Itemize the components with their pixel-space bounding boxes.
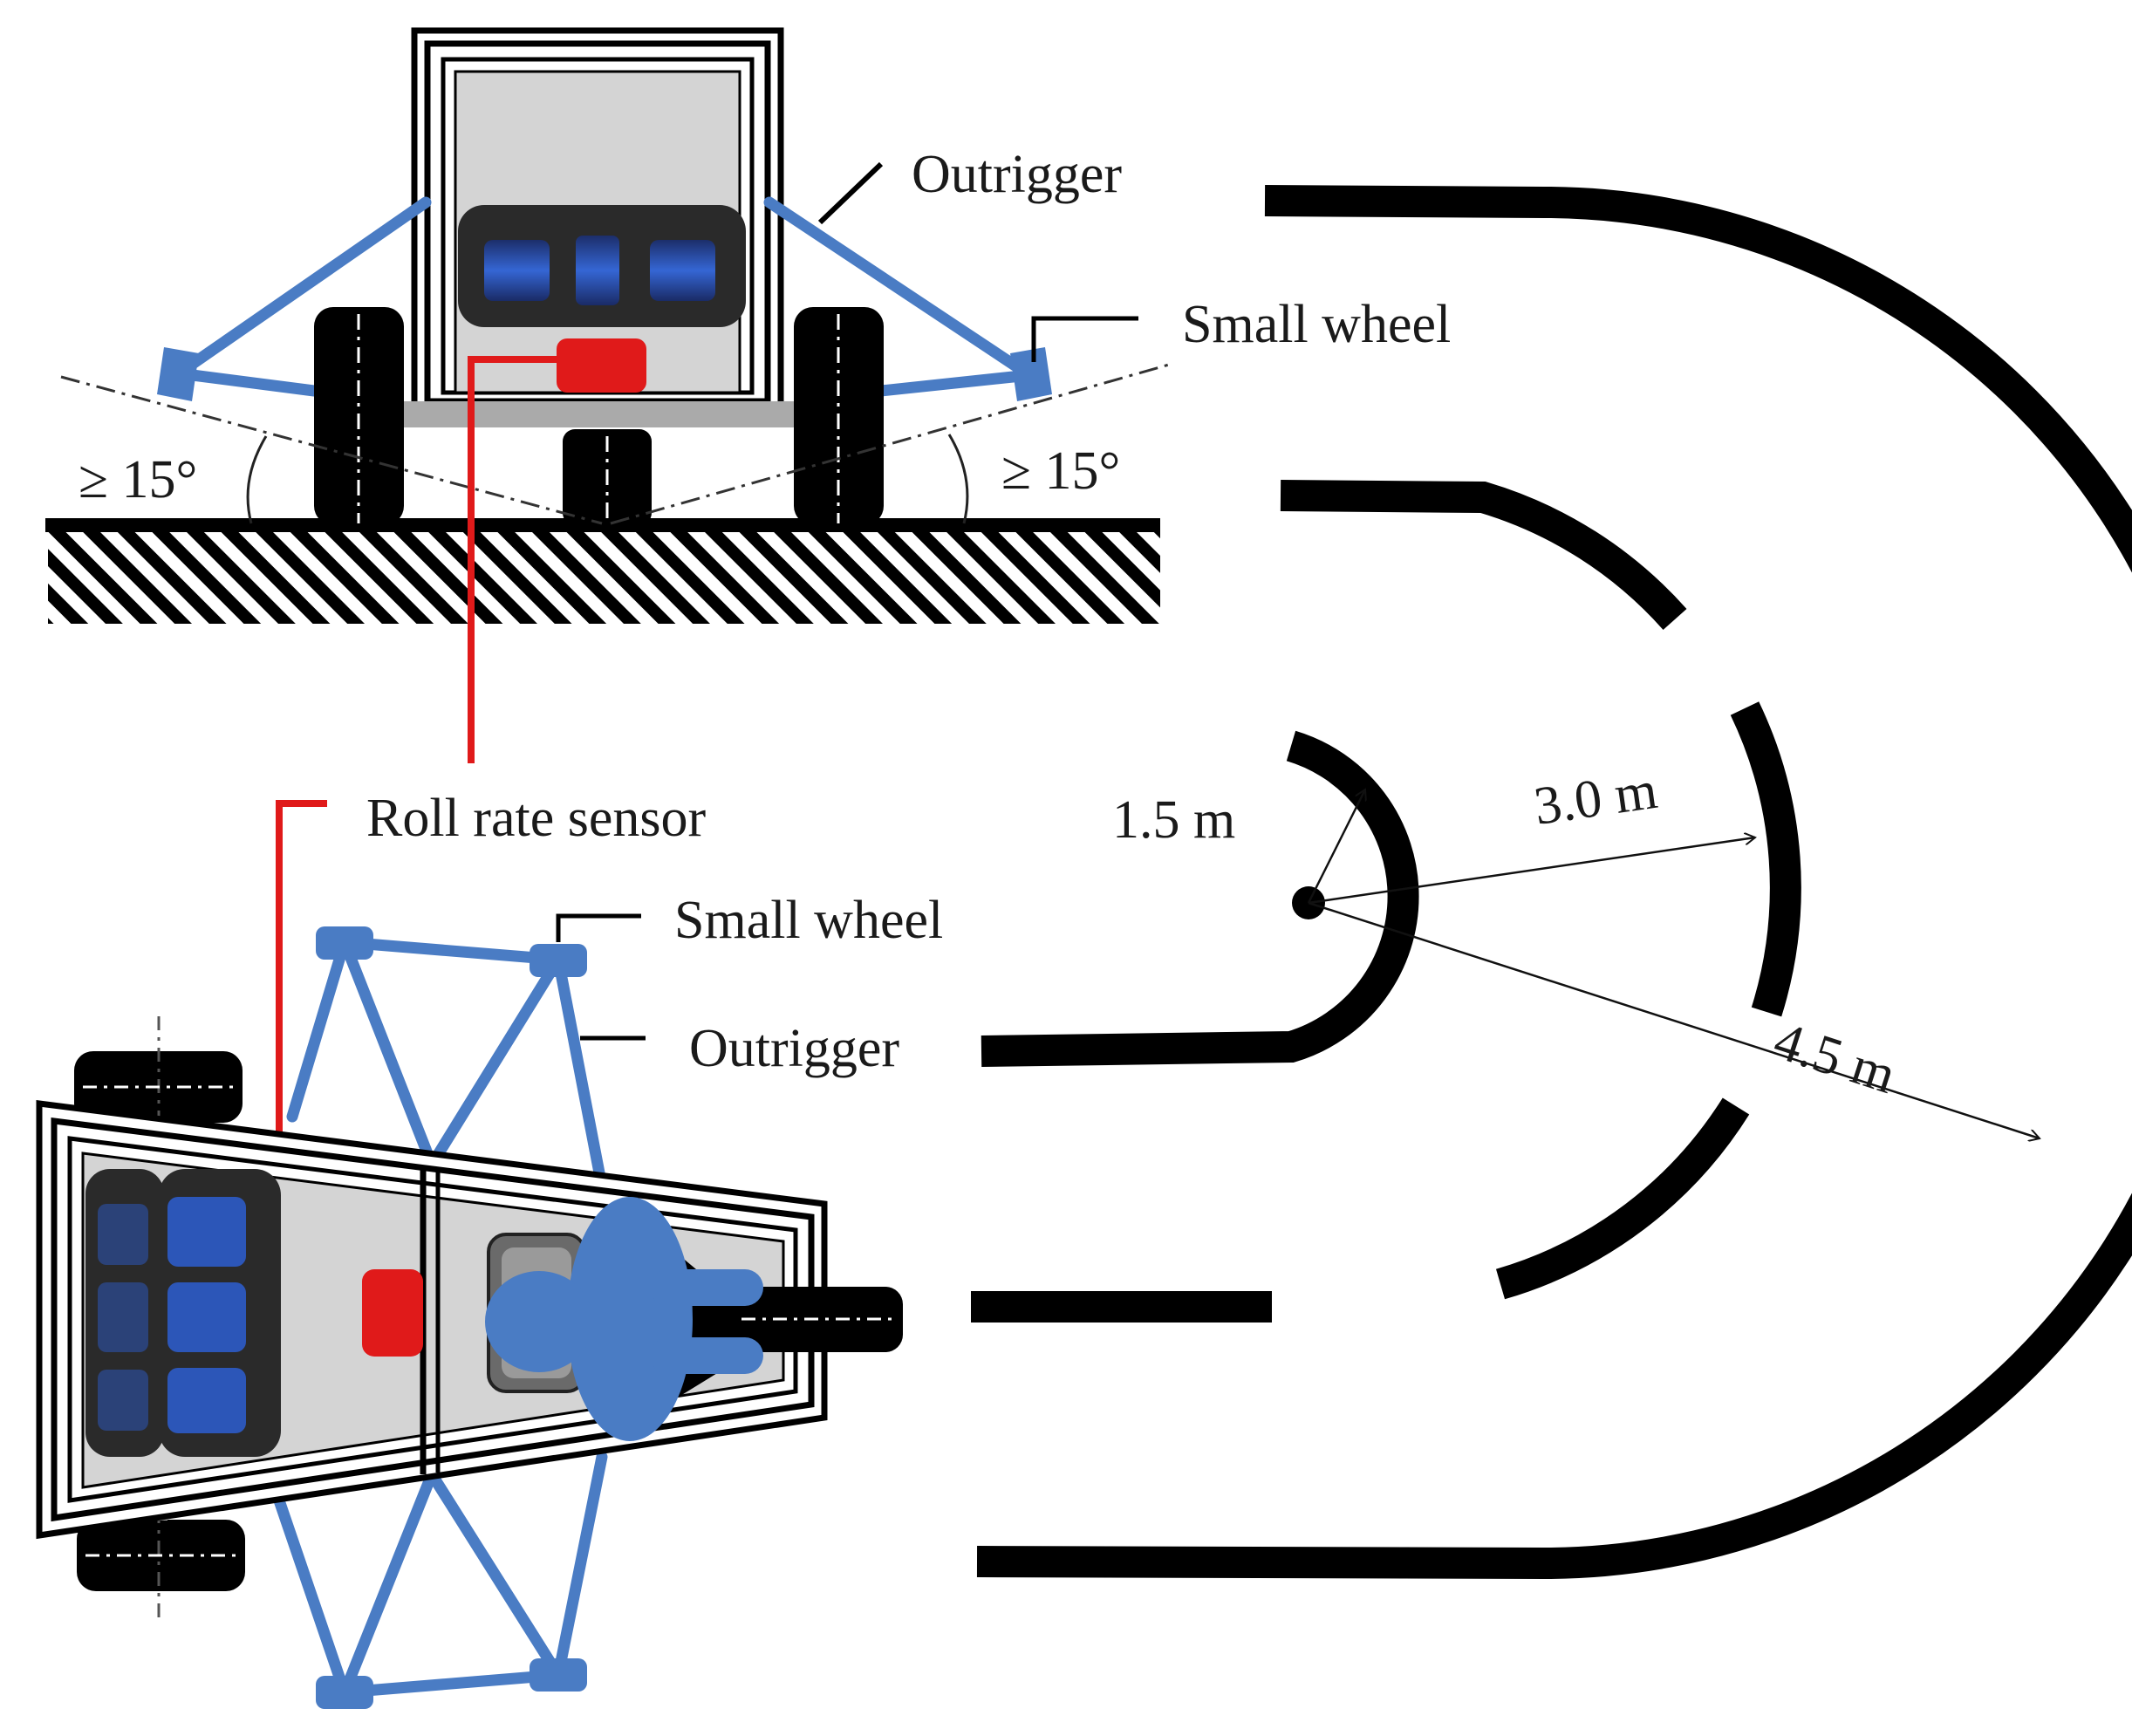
leader-small-wheel-top <box>1031 316 1138 362</box>
outrigger-top-upper <box>286 936 608 1193</box>
label-angle-right: ≥ 15° <box>1001 441 1120 501</box>
seat-window-right <box>650 240 715 301</box>
track-inner <box>981 730 1419 1067</box>
leader-outrigger-top <box>817 161 884 225</box>
seat-window-left <box>484 240 550 301</box>
vehicle-rear-icon <box>45 27 1170 624</box>
sensor-wire-top <box>468 356 557 763</box>
small-wheel-rear-left <box>157 347 199 401</box>
operator-icon <box>485 1197 763 1441</box>
tilt-line-left <box>60 375 603 525</box>
label-outrigger-top: Outrigger <box>912 145 1122 204</box>
small-wheel-top-2 <box>530 944 587 977</box>
top-body-frame-1 <box>51 1117 815 1522</box>
angle-arc-right <box>947 434 969 524</box>
leader-small-wheel-bottom <box>556 913 641 942</box>
label-radius-inner: 1.5 m <box>1112 790 1235 850</box>
label-radius-middle: 3.0 m <box>1530 761 1660 837</box>
small-wheel-top-1 <box>316 926 373 960</box>
top-body-frame-2 <box>67 1136 798 1503</box>
small-wheel-top-4 <box>530 1658 587 1692</box>
ground-hatch <box>48 532 1160 624</box>
track-outer <box>976 185 2132 1580</box>
sensor-icon <box>557 338 646 393</box>
seat-window-center <box>576 236 619 305</box>
test-track <box>971 185 2132 1580</box>
label-small-wheel-bottom: Small wheel <box>674 891 943 950</box>
track-middle-top <box>1280 480 1687 631</box>
rear-axle-bar <box>401 401 794 427</box>
radius-arrow-inner <box>1307 789 1365 904</box>
label-roll-rate-sensor: Roll rate sensor <box>366 789 706 848</box>
small-wheel-top-3 <box>316 1676 373 1709</box>
label-radius-outer: 4.5 m <box>1767 1011 1903 1105</box>
outrigger-rear-left <box>173 196 432 397</box>
angle-arc-left <box>246 435 268 524</box>
vehicle-top-icon <box>36 913 903 1709</box>
radius-arrow-outer <box>1308 901 2040 1138</box>
track-middle-bottom <box>1495 1097 1750 1300</box>
small-wheel-rear-right <box>1010 347 1052 401</box>
radius-arrow-middle <box>1308 837 1755 905</box>
label-small-wheel-top: Small wheel <box>1182 295 1451 354</box>
outrigger-rear-right <box>763 196 1035 397</box>
tilt-line-right <box>610 363 1170 525</box>
sensor-icon-top-view <box>362 1269 423 1357</box>
outrigger-top-lower <box>273 1451 608 1698</box>
label-angle-left: ≥ 15° <box>79 450 197 509</box>
label-outrigger-bottom: Outrigger <box>689 1019 899 1078</box>
track-middle-right <box>1730 701 1801 1017</box>
